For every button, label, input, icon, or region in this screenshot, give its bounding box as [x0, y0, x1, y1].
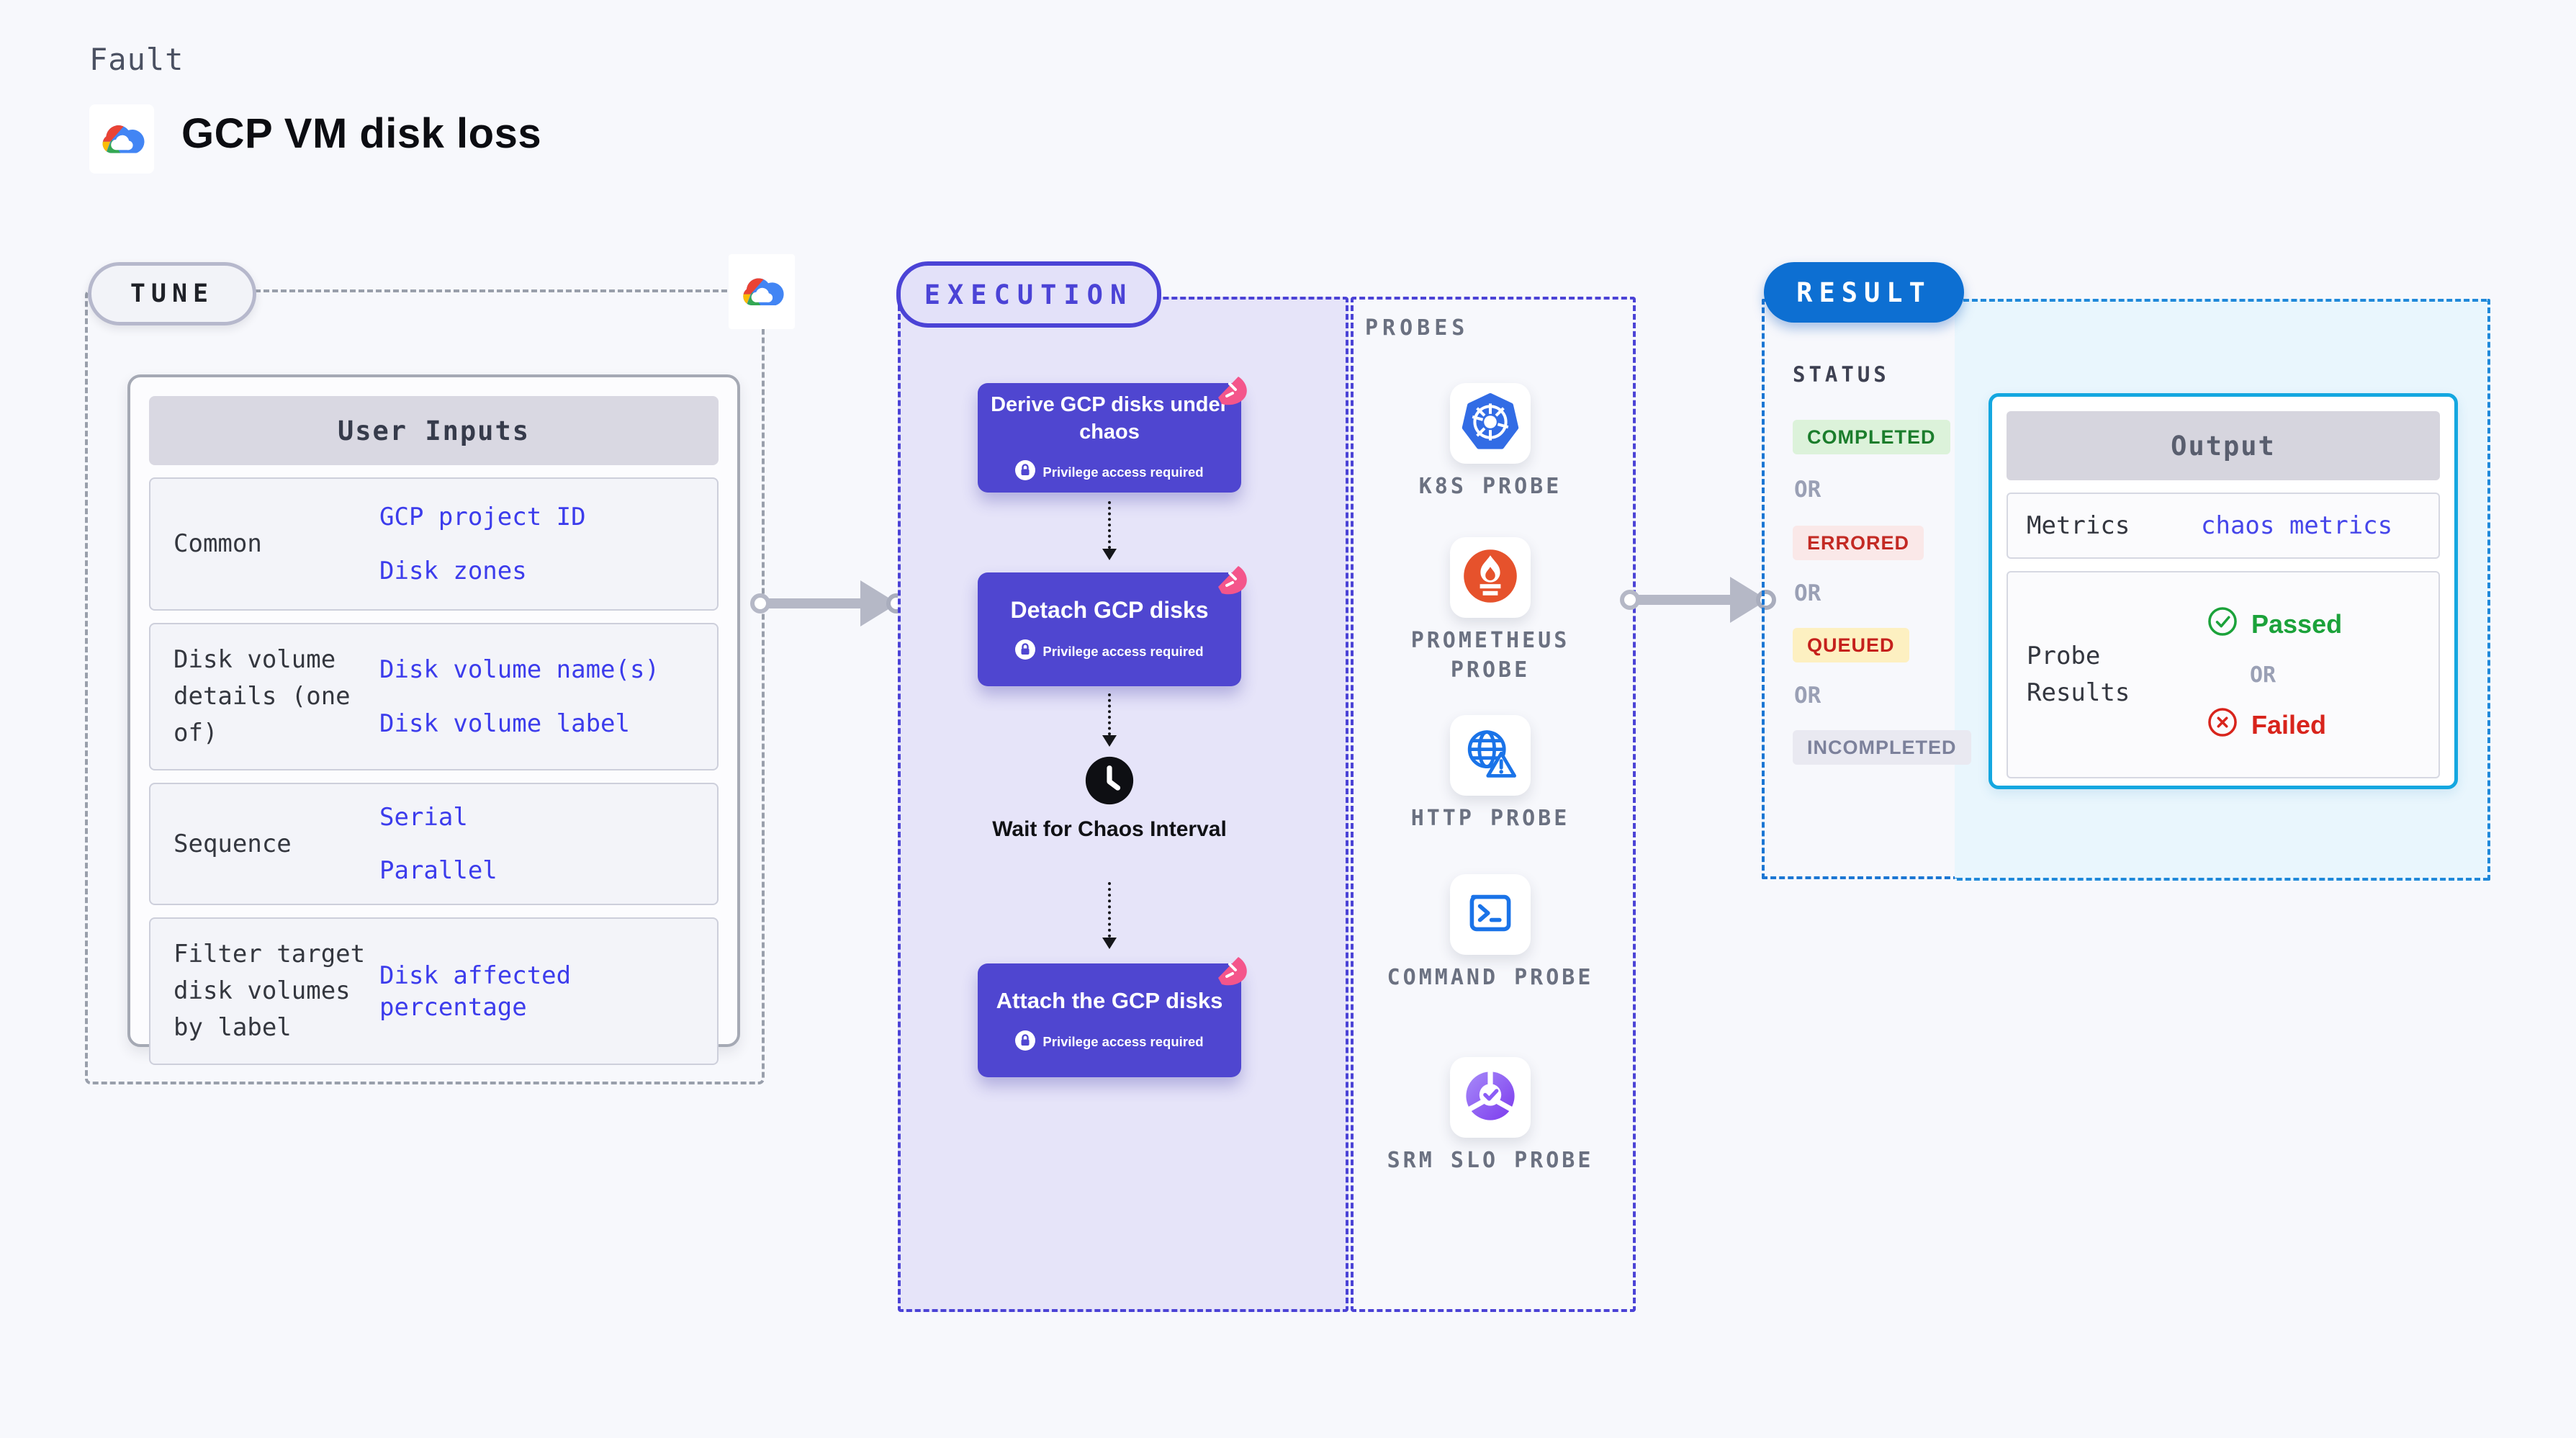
kubernetes-icon — [1462, 393, 1519, 454]
status-badge-queued: QUEUED — [1793, 628, 1909, 662]
probe-label: K8S PROBE — [1418, 474, 1562, 499]
status-badge-completed: COMPLETED — [1793, 420, 1950, 454]
chaos-ribbon-icon — [1214, 373, 1251, 409]
wait-for-chaos-interval-label: Wait for Chaos Interval — [992, 817, 1227, 841]
or-label: OR — [1794, 477, 1821, 503]
x-circle-icon — [2207, 706, 2238, 745]
row-value: Parallel — [379, 856, 497, 886]
probes-header: PROBES — [1365, 315, 1469, 341]
probe-label: COMMAND PROBE — [1387, 965, 1594, 990]
row-label: Common — [174, 529, 262, 558]
status-header: STATUS — [1793, 362, 1890, 387]
probe-label: PROMETHEUS PROBE — [1410, 628, 1570, 683]
metrics-value: chaos metrics — [2201, 511, 2393, 540]
or-label: OR — [1794, 683, 1821, 709]
lock-icon — [1015, 1030, 1036, 1054]
gcp-cloud-icon — [96, 117, 148, 161]
row-label: Filter target disk volumes by label — [174, 940, 366, 1043]
step-title: Detach GCP disks — [1010, 596, 1209, 623]
user-input-row-filter: Filter target disk volumes by label Disk… — [149, 917, 719, 1066]
status-badge-incompleted: INCOMPLETED — [1793, 730, 1971, 765]
probe-results-row: Probe Results Passed OR — [2007, 571, 2440, 778]
terminal-icon — [1462, 884, 1519, 945]
step-derive-gcp-disks: Derive GCP disks under chaos Privilege a… — [978, 377, 1247, 493]
slo-donut-check-icon — [1462, 1067, 1519, 1128]
check-circle-icon — [2207, 606, 2238, 644]
row-value: Disk volume label — [379, 709, 630, 738]
privilege-note: Privilege access required — [1042, 643, 1204, 659]
user-input-row-disk-volume: Disk volume details (one of) Disk volume… — [149, 623, 719, 770]
page-title: GCP VM disk loss — [181, 110, 542, 157]
row-value: Disk volume name(s) — [379, 655, 659, 685]
step-title: Attach the GCP disks — [996, 988, 1223, 1014]
step-attach-gcp-disks: Attach the GCP disks Privilege access re… — [978, 957, 1247, 1077]
probe-label: HTTP PROBE — [1410, 806, 1570, 831]
execution-badge: EXECUTION — [896, 261, 1161, 328]
chaos-ribbon-icon — [1214, 562, 1251, 598]
probe-card-command — [1450, 874, 1531, 955]
probe-card-srm-slo — [1450, 1057, 1531, 1138]
gcp-logo-box — [89, 104, 154, 174]
user-inputs-card: User Inputs Common GCP project ID Disk z… — [127, 374, 740, 1066]
flow-connector — [1102, 501, 1117, 560]
metrics-row: Metrics chaos metrics — [2007, 493, 2440, 559]
user-inputs-header: User Inputs — [149, 396, 719, 465]
probes-panel — [1351, 297, 1636, 1312]
lock-icon — [1015, 639, 1036, 663]
row-value: Serial — [379, 803, 468, 832]
clock-icon — [1084, 755, 1135, 809]
flow-connector — [1102, 882, 1117, 949]
lock-icon — [1015, 460, 1036, 484]
user-input-row-common: Common GCP project ID Disk zones — [149, 477, 719, 611]
chaos-ribbon-icon — [1214, 953, 1251, 989]
row-label: Sequence — [174, 829, 292, 858]
metrics-label: Metrics — [2027, 511, 2130, 540]
flow-connector — [1102, 693, 1117, 747]
passed-label: Passed — [2251, 609, 2343, 639]
tune-to-execution-arrow — [750, 580, 906, 626]
privilege-note: Privilege access required — [1042, 1034, 1204, 1050]
gcp-corner-logo-box — [729, 254, 795, 329]
or-label: OR — [1794, 580, 1821, 606]
row-label: Disk volume details (one of) — [174, 645, 351, 747]
http-globe-warning-icon — [1462, 725, 1519, 786]
status-badge-errored: ERRORED — [1793, 526, 1924, 560]
row-value: GCP project ID — [379, 503, 586, 532]
failed-label: Failed — [2251, 710, 2327, 740]
or-label: OR — [2250, 662, 2276, 688]
execution-to-result-arrow — [1620, 577, 1776, 623]
probe-card-k8s — [1450, 383, 1531, 464]
probe-card-prometheus — [1450, 537, 1531, 618]
result-badge: RESULT — [1764, 262, 1964, 323]
tune-badge: TUNE — [88, 262, 256, 325]
probe-label: SRM SLO PROBE — [1387, 1148, 1594, 1173]
prometheus-icon — [1462, 547, 1519, 608]
step-title: Derive GCP disks under chaos — [991, 392, 1228, 444]
step-detach-gcp-disks: Detach GCP disks Privilege access requir… — [978, 566, 1247, 686]
row-value: Disk zones — [379, 556, 527, 585]
output-header: Output — [2007, 411, 2440, 480]
row-value: Disk affected percentage — [379, 961, 572, 1022]
probe-results-label: Probe Results — [2027, 642, 2130, 707]
user-input-row-sequence: Sequence Serial Parallel — [149, 783, 719, 906]
privilege-note: Privilege access required — [1042, 464, 1204, 480]
output-card: Output Metrics chaos metrics Probe Resul… — [1989, 393, 2458, 789]
gcp-cloud-icon — [737, 270, 787, 313]
fault-kicker: Fault — [89, 42, 184, 77]
tune-panel — [85, 289, 765, 1084]
probe-card-http — [1450, 715, 1531, 796]
